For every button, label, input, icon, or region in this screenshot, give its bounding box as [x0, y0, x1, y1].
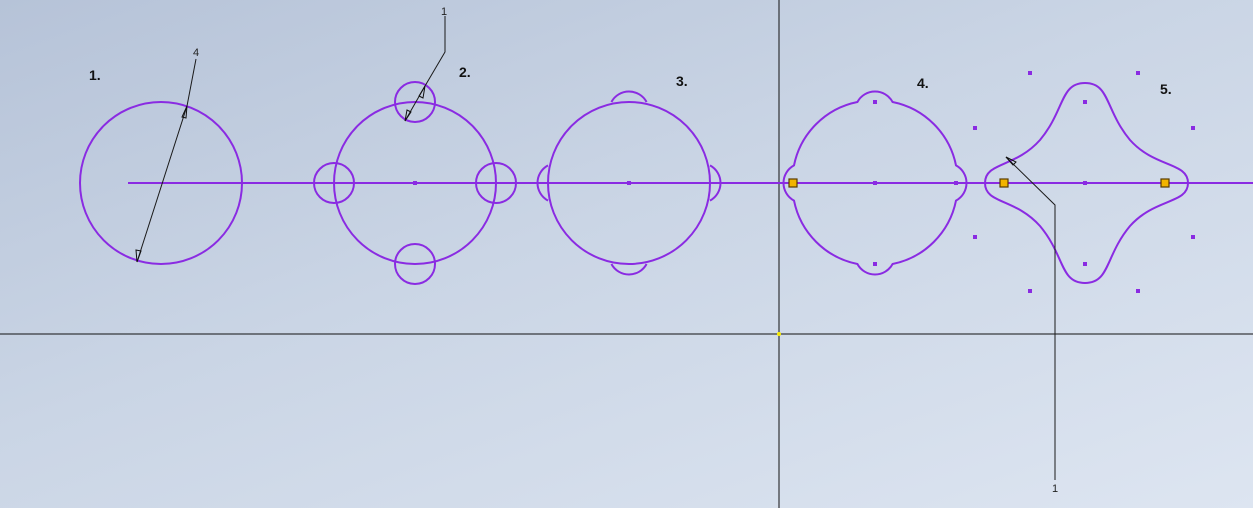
- step5-control-point[interactable]: [1191, 126, 1195, 130]
- step-label-2: 2.: [459, 64, 471, 80]
- step1-main-circle[interactable]: [79, 101, 243, 265]
- step-label-4: 4.: [917, 75, 929, 91]
- step2-circle-top[interactable]: [394, 81, 436, 123]
- step5-arrow: [1005, 156, 1017, 166]
- step4-point-bottom[interactable]: [873, 262, 877, 266]
- step5-grip-left[interactable]: [999, 178, 1009, 188]
- step5-point-top[interactable]: [1083, 100, 1087, 104]
- step3-arc-right[interactable]: [709, 164, 722, 202]
- step-label-1: 1.: [89, 67, 101, 83]
- step5-grip-right[interactable]: [1160, 178, 1170, 188]
- step5-control-point[interactable]: [1191, 235, 1195, 239]
- step5-control-point[interactable]: [973, 235, 977, 239]
- step1-diameter-value[interactable]: 4: [193, 47, 199, 59]
- step2-circle-right[interactable]: [475, 162, 517, 204]
- step1-arrow-top: [181, 105, 188, 119]
- step3-arc-bottom[interactable]: [610, 263, 648, 276]
- step-label-5: 5.: [1160, 81, 1172, 97]
- step5-spline-profile[interactable]: [983, 81, 1190, 285]
- origin-point: [777, 332, 781, 336]
- step5-dimension-leader[interactable]: [1005, 156, 1056, 480]
- step4-grip-left[interactable]: [788, 178, 798, 188]
- step4-combined-profile[interactable]: [782, 90, 968, 276]
- step5-center-point[interactable]: [1083, 181, 1087, 185]
- step4-point-top[interactable]: [873, 100, 877, 104]
- step5-control-point[interactable]: [973, 126, 977, 130]
- step-label-3: 3.: [676, 73, 688, 89]
- step4-point-right[interactable]: [954, 181, 958, 185]
- step2-arrow-top: [418, 85, 426, 99]
- step5-point-bottom[interactable]: [1083, 262, 1087, 266]
- step5-control-point[interactable]: [1136, 71, 1140, 75]
- step3-arc-left[interactable]: [536, 164, 549, 202]
- step3-main-circle[interactable]: [547, 101, 711, 265]
- step1-diameter-leader[interactable]: [136, 58, 197, 263]
- step5-control-point[interactable]: [1028, 289, 1032, 293]
- step2-diameter-value[interactable]: 1: [441, 6, 447, 18]
- step2-main-circle[interactable]: [333, 101, 497, 265]
- step4-center-point[interactable]: [873, 181, 877, 185]
- step5-control-point[interactable]: [1136, 289, 1140, 293]
- step5-dimension-value[interactable]: 1: [1052, 483, 1058, 495]
- step2-center-point[interactable]: [413, 181, 417, 185]
- step2-diameter-leader[interactable]: [404, 16, 446, 122]
- step1-arrow-bottom: [135, 249, 142, 263]
- step2-circle-left[interactable]: [313, 162, 355, 204]
- step2-circle-bottom[interactable]: [394, 243, 436, 285]
- step5-control-point[interactable]: [1028, 71, 1032, 75]
- step2-arrow-bottom: [404, 109, 412, 122]
- step3-arc-top[interactable]: [610, 90, 648, 103]
- step3-center-point[interactable]: [627, 181, 631, 185]
